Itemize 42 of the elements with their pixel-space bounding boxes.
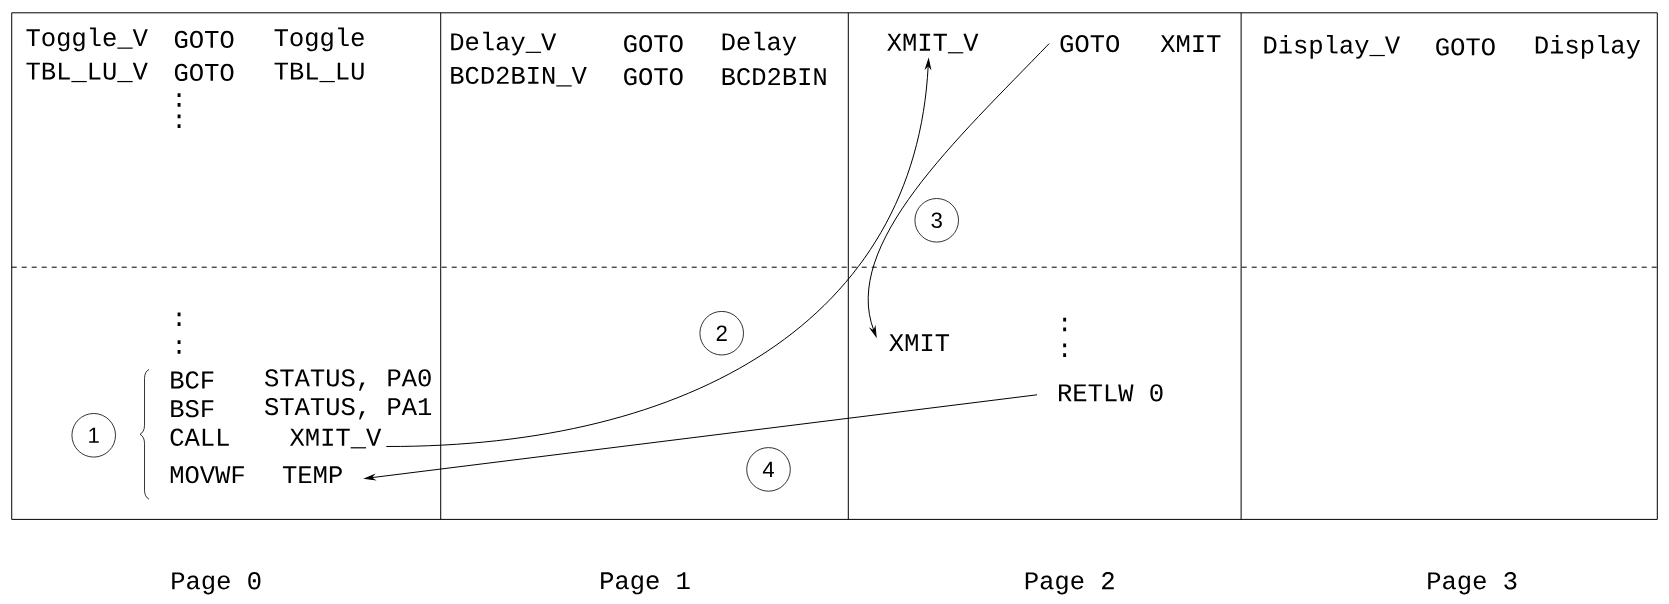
code-text: Delay_V — [451, 31, 557, 56]
callout-number: 1 — [71, 413, 116, 458]
code-text: Toggle — [274, 27, 364, 52]
code-text: GOTO — [1436, 38, 1495, 56]
code-text: STATUS, PA0 — [265, 369, 431, 391]
code-text: BSF — [171, 400, 214, 418]
code-text: Delay — [722, 31, 797, 56]
code-text: : — [177, 93, 181, 107]
page-label: Page 2 — [1025, 572, 1114, 595]
code-line: MOVWF TEMP — [170, 466, 342, 484]
code-text: Toggle_V — [26, 27, 148, 52]
page-label: Page 0 — [172, 572, 261, 595]
arrow — [868, 43, 1050, 337]
code-text: TBL_LU_V — [26, 62, 148, 83]
code-line: GOTO XMIT — [1060, 34, 1221, 53]
code-text: GOTO — [174, 63, 234, 82]
code-text: : — [1063, 317, 1067, 332]
code-text: BCF — [171, 371, 214, 389]
callout-number: 4 — [746, 447, 791, 492]
page-label: Page 3 — [1428, 572, 1517, 595]
code-text: : — [177, 312, 181, 327]
code-text: STATUS, PA1 — [265, 397, 432, 420]
code-line: CALL XMIT_V — [170, 428, 382, 449]
code-text: BCD2BIN_V — [451, 66, 587, 87]
code-line: RETLW 0 — [1059, 384, 1163, 402]
code-text: GOTO — [174, 30, 234, 49]
arrow — [385, 58, 931, 447]
code-line: XMIT — [889, 334, 950, 352]
code-line: XMIT_V — [887, 33, 979, 54]
callout-number: 3 — [914, 198, 959, 243]
page-label: Page 1 — [601, 572, 690, 595]
code-text: GOTO — [624, 67, 683, 86]
code-text: : — [177, 340, 181, 354]
code-text: TBL_LU — [274, 62, 364, 83]
code-text: : — [1063, 343, 1067, 357]
code-text: GOTO — [624, 34, 683, 53]
callout-number: 2 — [699, 311, 744, 356]
arrow — [364, 394, 1038, 481]
code-text: BCD2BIN — [722, 67, 826, 86]
code-text: Display_V — [1264, 34, 1400, 59]
code-text: : — [177, 114, 181, 129]
code-text: Display — [1535, 34, 1641, 59]
